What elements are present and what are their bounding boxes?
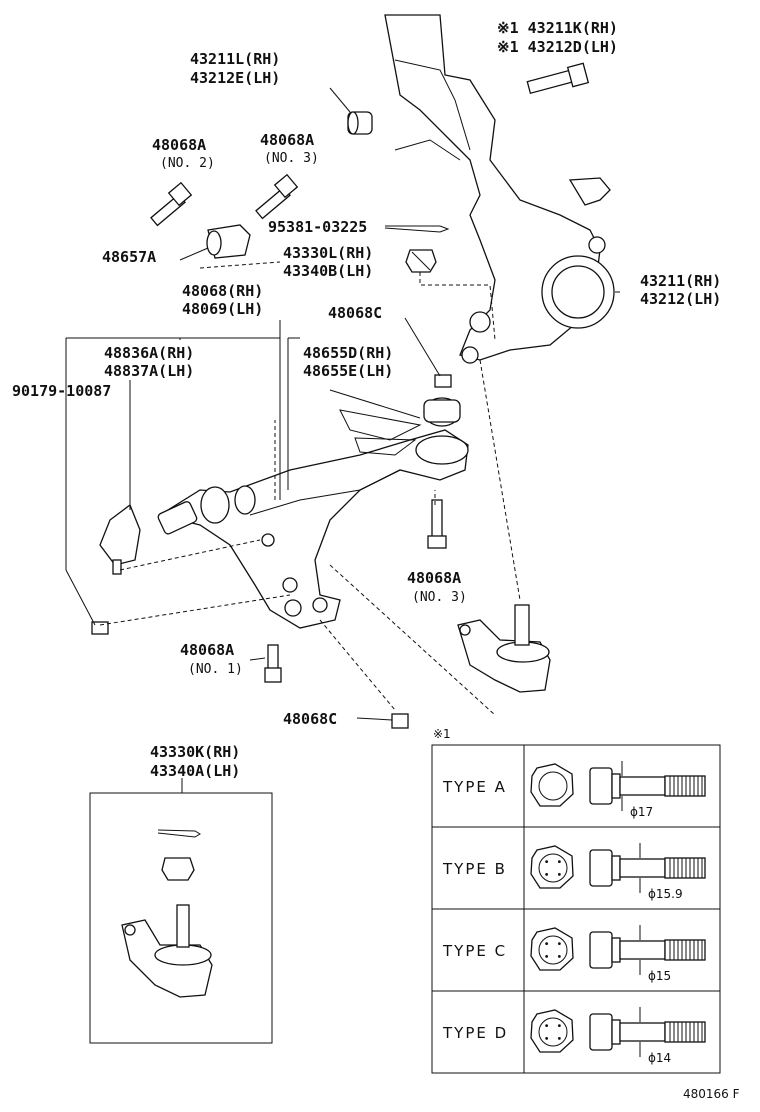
knuckle-bushing bbox=[329, 87, 373, 135]
bolt-side-view bbox=[589, 1013, 706, 1051]
label-bracket: 48657A bbox=[102, 248, 156, 266]
bolt-side-view bbox=[589, 849, 706, 887]
label-bushing-rh: 43211L(RH) bbox=[190, 50, 280, 68]
nut-48068c-top bbox=[404, 317, 452, 388]
bolt-head-front-view bbox=[530, 927, 574, 971]
label-bolt-lh: ※1 43212D(LH) bbox=[497, 38, 618, 56]
type-row: TYPE A ϕ17 bbox=[442, 761, 706, 819]
label-48068a-no3b: 48068A bbox=[407, 569, 461, 587]
bolt-head-front-view bbox=[530, 763, 574, 807]
label-no1: (NO. 1) bbox=[188, 662, 243, 677]
label-bolt-9: 90179-10087 bbox=[12, 382, 111, 400]
label-48068a-no2: 48068A bbox=[152, 136, 206, 154]
label-bolt-rh: ※1 43211K(RH) bbox=[497, 19, 618, 37]
label-48068a-no1: 48068A bbox=[180, 641, 234, 659]
leader-lines bbox=[65, 291, 620, 661]
label-knuckle-rh: 43211(RH) bbox=[640, 272, 721, 290]
bracket-48657a bbox=[179, 224, 251, 261]
rear-bushing bbox=[329, 389, 461, 456]
type-dimension: ϕ15 bbox=[648, 969, 671, 983]
bolt-48068a-no2 bbox=[150, 181, 193, 227]
type-dimension: ϕ15.9 bbox=[648, 887, 683, 901]
cotter-pin bbox=[384, 225, 450, 233]
label-ball-rh: 43330K(RH) bbox=[150, 743, 240, 761]
label-bush-d-rh: 48655D(RH) bbox=[303, 344, 393, 362]
type-row: TYPE B ϕ15.9 bbox=[442, 843, 706, 901]
dashed-guides bbox=[99, 261, 521, 716]
lower-control-arm bbox=[157, 429, 469, 629]
label-ball-lh: 43340A(LH) bbox=[150, 762, 240, 780]
label-sub-rh: 48836A(RH) bbox=[104, 344, 194, 362]
bolt-side-view bbox=[589, 931, 706, 969]
ball-joint-right bbox=[457, 604, 551, 693]
knuckle-bolt bbox=[526, 62, 590, 95]
steering-knuckle bbox=[384, 14, 615, 364]
type-name: TYPE A bbox=[442, 778, 507, 796]
diagram-id: 480166 F bbox=[683, 1087, 740, 1101]
bolt-side-view bbox=[589, 767, 706, 805]
label-nut-rh: 43330L(RH) bbox=[283, 244, 373, 262]
label-no3: (NO. 3) bbox=[264, 151, 319, 166]
type-row: TYPE C ϕ15 bbox=[442, 925, 706, 983]
label-arm-lh: 48069(LH) bbox=[182, 300, 263, 318]
label-bushing-lh: 43212E(LH) bbox=[190, 69, 280, 87]
label-no2: (NO. 2) bbox=[160, 156, 215, 171]
label-knuckle-lh: 43212(LH) bbox=[640, 290, 721, 308]
label-no3b: (NO. 3) bbox=[412, 590, 467, 605]
bolt-48068a-no1 bbox=[264, 644, 282, 683]
ball-joint-inset bbox=[89, 778, 273, 1044]
label-nut-c-bottom: 48068C bbox=[283, 710, 337, 728]
bolt-48068a-no3 bbox=[255, 173, 299, 220]
label-bush-d-lh: 48655E(LH) bbox=[303, 362, 393, 380]
sub-bracket bbox=[99, 503, 141, 575]
bolt-type-table bbox=[431, 744, 721, 1074]
label-note-mark: ※1 bbox=[433, 727, 451, 741]
type-name: TYPE C bbox=[442, 942, 507, 960]
type-dimension: ϕ17 bbox=[630, 805, 653, 819]
type-row: TYPE D ϕ14 bbox=[442, 1007, 706, 1065]
label-arm-rh: 48068(RH) bbox=[182, 282, 263, 300]
bolt-48068a-mid bbox=[427, 499, 447, 549]
type-name: TYPE D bbox=[442, 1024, 508, 1042]
label-nut-c-top: 48068C bbox=[328, 304, 382, 322]
bolt-head-front-view bbox=[530, 1009, 574, 1053]
label-pin: 95381-03225 bbox=[268, 218, 367, 236]
nut-48068c-bottom bbox=[356, 713, 409, 729]
label-nut-lh: 43340B(LH) bbox=[283, 262, 373, 280]
type-dimension: ϕ14 bbox=[648, 1051, 671, 1065]
part-labels: ※1 43211K(RH) ※1 43212D(LH) 43211L(RH) 4… bbox=[12, 19, 740, 1101]
bolt-head-front-view bbox=[530, 845, 574, 889]
bolt-90179 bbox=[91, 621, 109, 635]
type-name: TYPE B bbox=[442, 860, 507, 878]
castle-nut bbox=[405, 249, 437, 273]
label-48068a-no3: 48068A bbox=[260, 131, 314, 149]
label-sub-lh: 48837A(LH) bbox=[104, 362, 194, 380]
